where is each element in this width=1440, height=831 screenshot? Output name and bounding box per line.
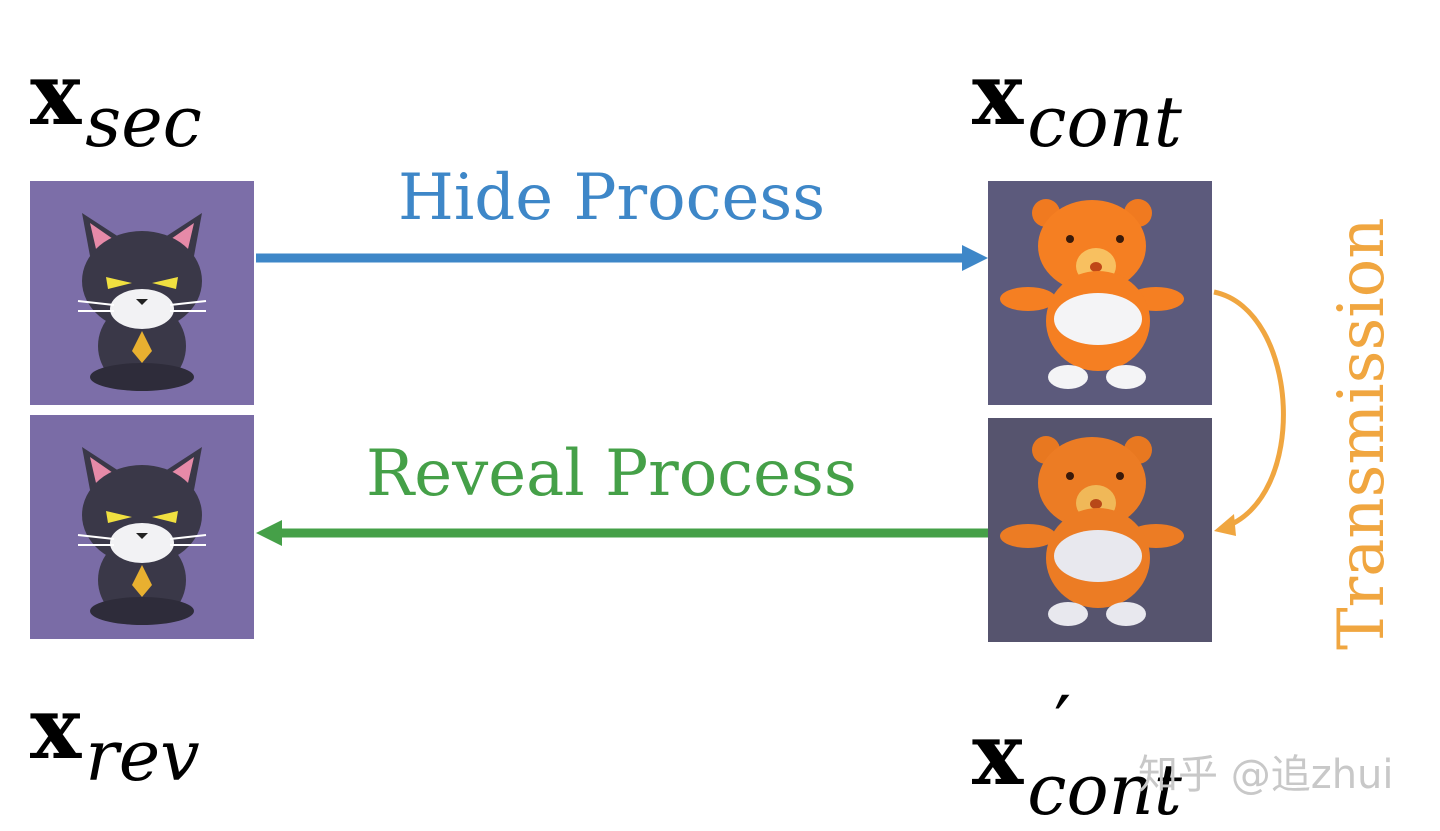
reveal-process-label: Reveal Process — [366, 437, 857, 511]
container-image-bear — [988, 181, 1212, 405]
label-x-sec-base: x — [30, 44, 82, 145]
label-x-rev-sub: rev — [85, 715, 200, 797]
label-x-rev: xrev — [30, 686, 200, 792]
label-x-cont: xcont — [972, 52, 1182, 158]
label-x-cont-prime-sub: cont — [1027, 749, 1182, 831]
label-x-sec-sub: sec — [85, 81, 202, 163]
label-x-cont-sub: cont — [1027, 81, 1182, 163]
hide-arrow — [256, 245, 988, 271]
secret-image-cat — [30, 181, 254, 405]
reveal-arrow — [256, 520, 988, 546]
label-x-rev-base: x — [30, 678, 82, 779]
label-x-cont-base: x — [972, 44, 1024, 145]
hide-process-label: Hide Process — [398, 161, 826, 235]
label-x-cont-prime-base: x — [972, 704, 1024, 805]
transmission-arrow — [1213, 289, 1286, 536]
label-x-cont-prime-mark: ′ — [1054, 679, 1072, 768]
transmission-label: Transmission — [1325, 217, 1399, 650]
label-x-sec: xsec — [30, 52, 202, 158]
received-container-image-bear — [988, 418, 1212, 642]
watermark: 知乎 @追zhui — [1138, 752, 1394, 798]
revealed-image-cat — [30, 415, 254, 639]
label-x-cont-prime: x′cont — [972, 686, 1182, 826]
